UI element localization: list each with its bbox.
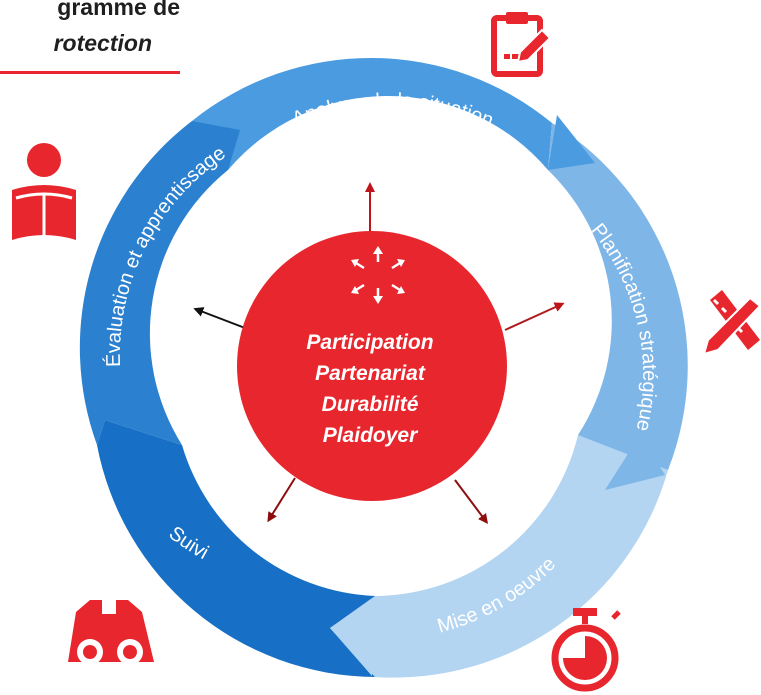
clipboard-pencil-icon [491, 12, 552, 77]
segment-tip-mise [330, 600, 372, 676]
core-line-4: Plaidoyer [323, 424, 419, 447]
segment-analyse [192, 57, 552, 170]
title-line-1: gramme de [57, 0, 180, 20]
pencil-ruler-icon [702, 290, 761, 356]
arrow-left [193, 307, 246, 329]
segment-mise [330, 435, 668, 678]
cycle-ring [79, 57, 688, 678]
core-line-1: Participation [306, 331, 433, 354]
core-circle [237, 231, 507, 501]
title-line-2: rotection [53, 30, 152, 56]
segment-suivi [97, 420, 375, 677]
segment-tip-analyse [548, 115, 595, 170]
stopwatch-icon [551, 608, 621, 692]
segment-planification [548, 123, 688, 490]
segment-evaluation [79, 121, 240, 445]
binoculars-icon [68, 600, 154, 665]
arrow-lower-left [267, 477, 296, 523]
segment-tip-evaluation [200, 125, 240, 168]
core-line-3: Durabilité [322, 393, 419, 416]
core-line-2: Partenariat [315, 362, 426, 385]
title-underline [0, 71, 180, 74]
segment-tip-planification [605, 435, 665, 490]
arrow-right [504, 302, 565, 331]
title-block: gramme de rotection [0, 0, 200, 80]
expand-arrows-icon [351, 246, 405, 304]
arrow-lower-right [454, 479, 488, 524]
reader-icon [12, 143, 76, 240]
